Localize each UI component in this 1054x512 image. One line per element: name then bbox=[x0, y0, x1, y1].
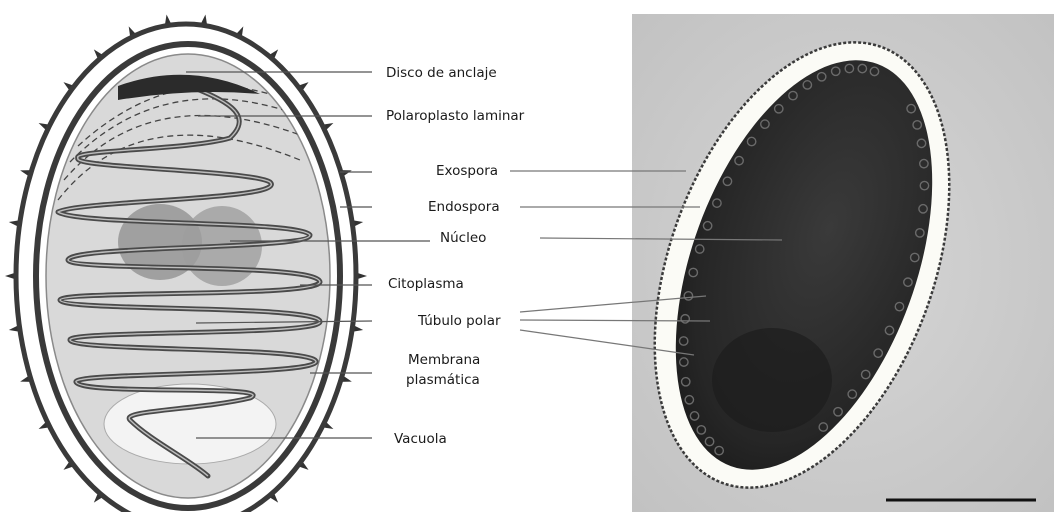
spore-diagram: Disco de anclaje Polaroplasto laminar Ex… bbox=[5, 15, 525, 512]
micrograph-posterior-vacuole bbox=[712, 328, 832, 432]
label-disco-de-anclaje: Disco de anclaje bbox=[386, 65, 497, 81]
label-endospora: Endospora bbox=[428, 199, 500, 215]
label-nucleo: Núcleo bbox=[440, 230, 486, 246]
label-exospora: Exospora bbox=[436, 163, 498, 179]
micrograph bbox=[510, 2, 1054, 512]
label-vacuola: Vacuola bbox=[394, 431, 447, 447]
label-citoplasma: Citoplasma bbox=[388, 276, 464, 292]
label-plasmatica: plasmática bbox=[406, 372, 480, 388]
label-membrana: Membrana bbox=[408, 352, 480, 368]
label-polaroplasto-laminar: Polaroplasto laminar bbox=[386, 108, 525, 124]
label-tubulo-polar: Túbulo polar bbox=[417, 313, 501, 329]
